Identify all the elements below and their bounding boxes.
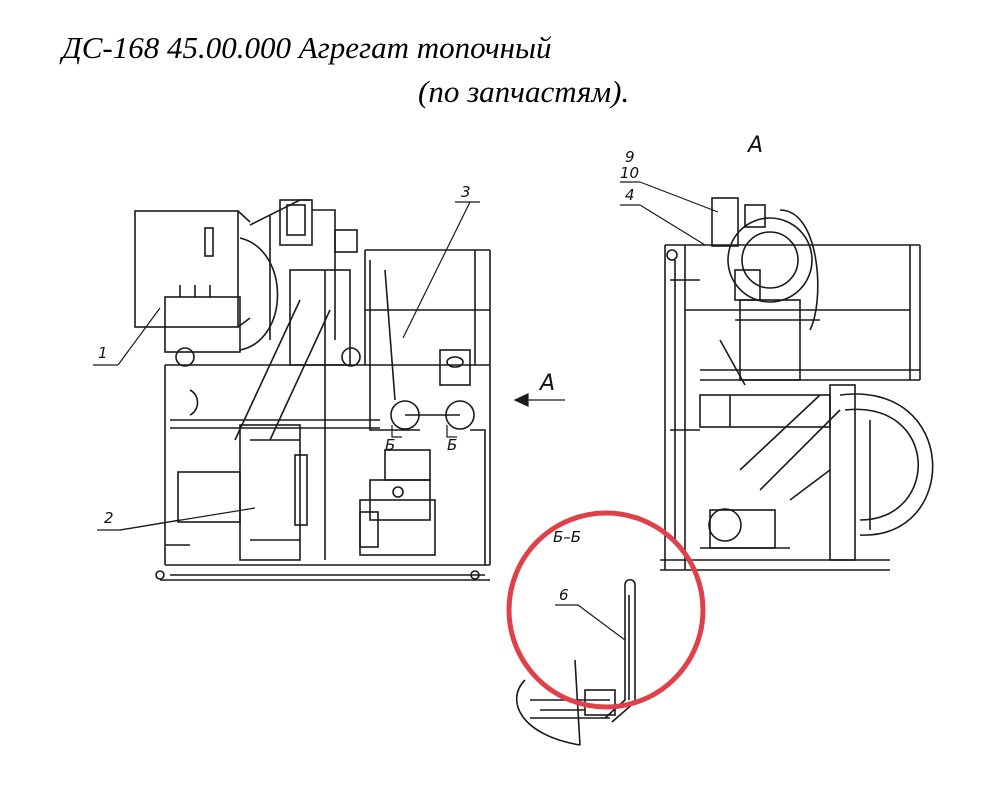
section-title: Б–Б: [553, 528, 581, 546]
left-view: [134, 199, 491, 581]
drawing-title-line2: (по запчастям).: [418, 74, 630, 109]
callout-1: 1: [98, 344, 108, 362]
drawing-title-line1: ДС-168 45.00.000 Агрегат топочный: [62, 30, 552, 65]
callout-3: 3: [461, 183, 471, 201]
callout-2: 2: [104, 509, 114, 527]
callout-6: 6: [559, 586, 569, 604]
highlight-circle: [506, 510, 706, 710]
callout-leaders: [93, 181, 719, 641]
callout-10: 10: [620, 164, 639, 182]
section-mark-left: Б: [385, 436, 395, 454]
view-a-title: А: [746, 133, 763, 158]
callout-4: 4: [625, 186, 635, 204]
callout-9: 9: [625, 148, 635, 166]
right-view-a: [660, 197, 934, 571]
section-mark-right: Б: [447, 436, 457, 454]
control-cabinet: [134, 210, 239, 328]
view-arrow-label: А: [538, 371, 555, 396]
